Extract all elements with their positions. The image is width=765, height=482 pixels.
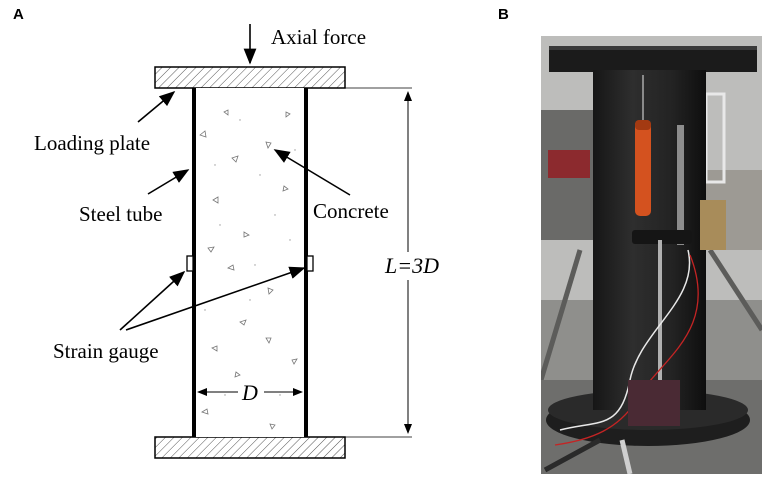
strain-gauge-left: [186, 255, 194, 272]
photo-gray-rod: [677, 125, 684, 245]
length-label: L=3D: [384, 253, 439, 278]
axial-force-label: Axial force: [271, 25, 366, 49]
top-loading-plate: [154, 66, 346, 89]
concrete-dots: [204, 119, 296, 396]
floor-track-left: [541, 249, 583, 381]
photo-top-plate: [549, 48, 757, 72]
steel-tube-label: Steel tube: [79, 202, 162, 226]
photo-magnetic-base: [628, 380, 680, 426]
photo-top-plate-edge: [549, 46, 757, 50]
loading-plate-leader: [137, 90, 176, 123]
photo-orange-lvdt: [635, 120, 651, 216]
diameter-label: D: [241, 380, 258, 405]
photo-bracket: [700, 200, 726, 250]
steel-tube-leader: [147, 169, 190, 195]
photo-clamp: [632, 230, 692, 244]
panel-b-photo: [541, 36, 762, 474]
concrete-aggregate-marks: [199, 109, 298, 430]
panel-a-diagram: Axial force Loading plate Steel tube Con…: [34, 24, 442, 459]
length-label-bg: [380, 252, 442, 280]
diameter-label-bg: [238, 380, 264, 404]
strain-gauge-label: Strain gauge: [53, 339, 159, 363]
floor-track-right: [707, 248, 762, 332]
strain-gauge-right: [306, 255, 314, 272]
loading-plate-label: Loading plate: [34, 131, 150, 155]
panel-letter-b: B: [498, 6, 509, 23]
photo-cable: [619, 439, 633, 474]
photo-wire-white: [559, 249, 691, 431]
photo-cable-black: [543, 437, 602, 473]
concrete-core: [194, 88, 306, 437]
strain-gauge-leader-right: [125, 266, 306, 331]
bottom-loading-plate: [154, 436, 346, 459]
background-red-device: [548, 150, 590, 178]
concrete-label: Concrete: [313, 199, 389, 223]
photo-lvdt-cap: [635, 120, 651, 130]
panel-letter-a: A: [13, 6, 24, 23]
strain-gauge-leader-left: [119, 270, 186, 331]
concrete-leader: [273, 149, 351, 196]
